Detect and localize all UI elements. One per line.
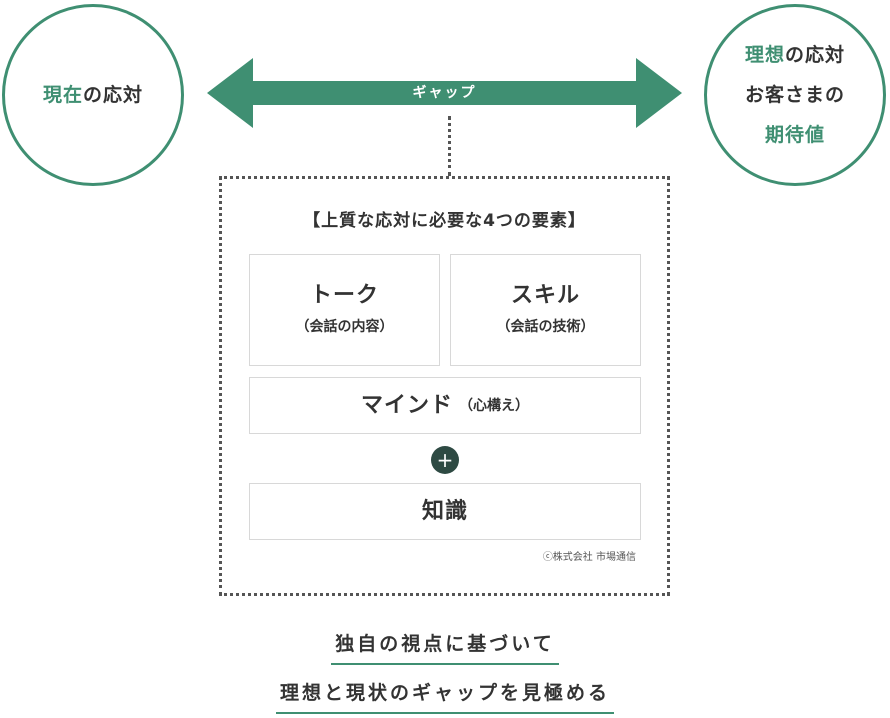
ideal-label-rest: の応対 xyxy=(785,44,846,66)
card-knowledge: 知識 xyxy=(249,483,641,540)
card-talk: トーク （会話の内容） xyxy=(249,254,440,366)
current-response-circle: 現在の応対 xyxy=(2,4,184,186)
tagline-2-text: 理想と現状のギャップを見極める xyxy=(275,680,614,714)
current-response-label: 現在の応対 xyxy=(43,75,143,115)
card-knowledge-title: 知識 xyxy=(421,498,468,524)
ideal-label-accent: 理想 xyxy=(744,44,785,66)
card-mind-title: マインド xyxy=(360,392,453,418)
gap-double-arrow xyxy=(207,58,682,128)
card-mind-subtitle: （心構え） xyxy=(459,397,529,414)
current-label-accent: 現在 xyxy=(42,84,83,106)
tagline-1: 独自の視点に基づいて xyxy=(0,631,890,665)
ideal-response-circle: 理想の応対 お客さまの 期待値 xyxy=(704,4,886,186)
dotted-connector xyxy=(448,116,451,176)
current-label-rest: の応対 xyxy=(83,84,144,106)
copyright-text: ⓒ株式会社 市場通信 xyxy=(542,552,636,563)
card-mind: マインド （心構え） xyxy=(249,377,641,434)
card-talk-subtitle: （会話の内容） xyxy=(295,319,394,335)
card-skill-title: スキル xyxy=(510,283,580,308)
tagline-2: 理想と現状のギャップを見極める xyxy=(0,680,890,714)
customer-label: お客さまの xyxy=(744,84,845,106)
plus-icon: + xyxy=(431,446,459,474)
expectation-label: 期待値 xyxy=(764,124,825,146)
card-skill-subtitle: （会話の技術） xyxy=(496,319,595,335)
card-talk-title: トーク xyxy=(309,283,379,308)
ideal-response-label: 理想の応対 xyxy=(745,35,845,75)
elements-title: 【上質な応対に必要な4つの要素】 xyxy=(303,211,586,231)
gap-arrow-shape xyxy=(207,58,682,128)
tagline-1-text: 独自の視点に基づいて xyxy=(331,631,559,665)
gap-label: ギャップ xyxy=(412,85,477,101)
card-skill: スキル （会話の技術） xyxy=(450,254,641,366)
elements-dotted-box xyxy=(219,176,670,596)
